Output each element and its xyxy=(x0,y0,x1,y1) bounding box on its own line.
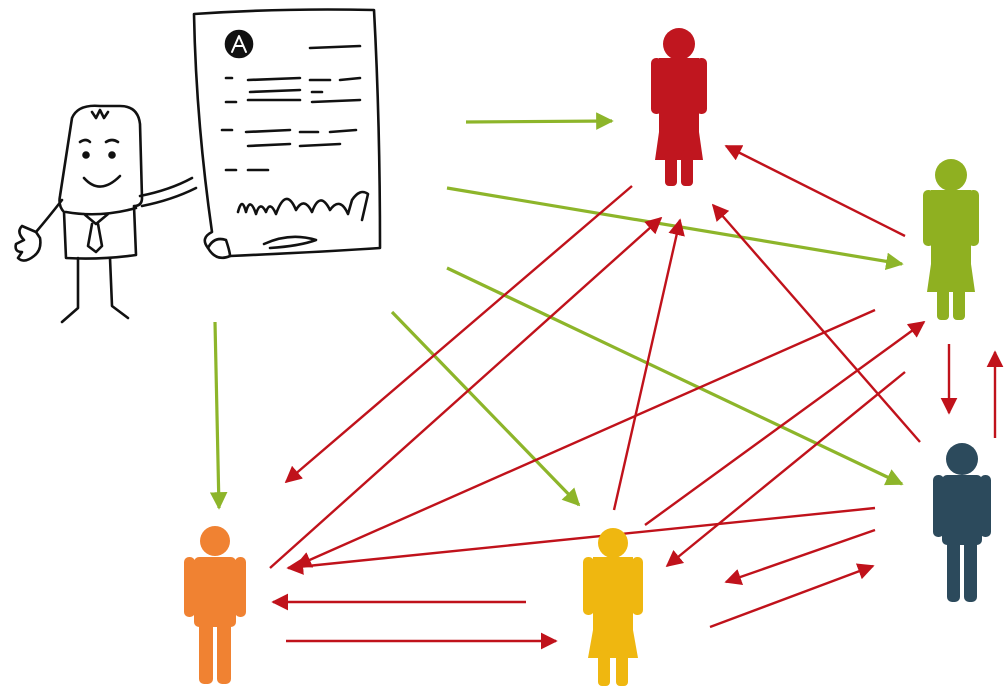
person-red-woman xyxy=(651,28,707,186)
signature-underline xyxy=(262,235,318,250)
arrow-navy-to-yellow xyxy=(665,371,906,568)
arrow-yellow-to-green xyxy=(644,321,926,526)
arrow-yellow-to-red xyxy=(612,218,685,511)
arrow-red-to-orange xyxy=(284,185,633,484)
sketch-hair xyxy=(90,108,110,120)
stamp-icon xyxy=(224,29,254,59)
person-green-woman xyxy=(923,159,979,320)
arrow-document-to-orange xyxy=(209,321,228,510)
sketch-man-with-document xyxy=(14,104,198,324)
person-orange-man xyxy=(184,526,246,684)
sketch-man-body xyxy=(58,104,144,260)
arrow-navy-to-yellow-b xyxy=(724,528,876,585)
relationship-arrows xyxy=(269,144,1004,650)
document-icon xyxy=(192,8,382,260)
arrow-navy-to-orange xyxy=(286,506,876,575)
arrow-document-to-yellow xyxy=(390,310,581,507)
document-curl xyxy=(206,237,232,258)
person-yellow-woman xyxy=(583,528,643,686)
arrow-orange-to-red-a xyxy=(269,216,663,569)
signature-icon xyxy=(236,190,370,222)
sketch-legs xyxy=(60,256,130,324)
arrow-document-to-red xyxy=(465,112,614,130)
person-navy-man xyxy=(933,443,991,602)
sketch-eye-left xyxy=(82,151,90,159)
sketch-left-hand xyxy=(14,224,42,262)
sketch-tie xyxy=(86,222,104,254)
document-text-lines xyxy=(220,44,362,172)
sketch-eye-right xyxy=(108,151,116,159)
sketch-smile xyxy=(82,174,122,188)
sketch-right-arm xyxy=(138,176,198,208)
arrow-document-to-navy xyxy=(446,266,904,486)
arrow-green-to-orange xyxy=(294,308,876,568)
arrow-yellow-to-navy xyxy=(709,563,875,629)
sketch-eyebrows xyxy=(78,138,120,144)
arrow-green-to-red xyxy=(724,144,906,238)
sketch-left-arm xyxy=(34,198,64,234)
document-sheet xyxy=(192,8,382,260)
arrow-navy-to-red xyxy=(711,203,921,443)
sketch-collar xyxy=(64,206,138,226)
